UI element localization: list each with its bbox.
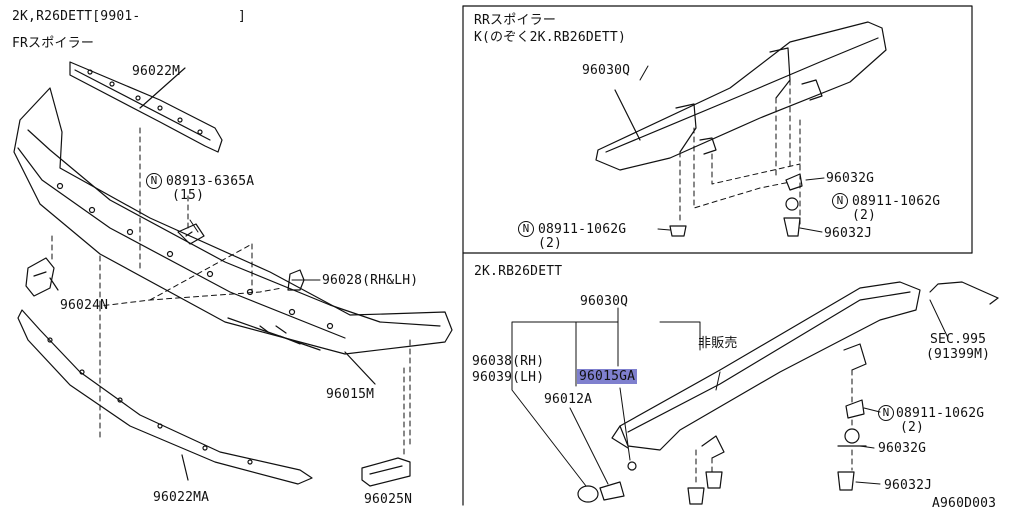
part-96015m-drawing xyxy=(13,87,453,385)
label-08911-bottom[interactable]: 08911-1062G xyxy=(896,406,985,421)
label-08911-top-left-qty: (2) xyxy=(538,236,563,251)
rear-bottom-title: 2K.RB26DETT xyxy=(474,264,563,279)
label-08913-qty: (15) xyxy=(172,188,205,203)
diagram-code: A960D003 xyxy=(932,496,997,510)
front-guide-lines xyxy=(51,127,411,455)
label-sec995-ref: (91399M) xyxy=(926,347,991,362)
panel-borders xyxy=(462,5,973,506)
circled-n-icon: N xyxy=(146,173,162,189)
label-96022m[interactable]: 96022M xyxy=(132,64,181,79)
front-model-bracket: ] xyxy=(238,9,247,24)
rear-bottom-spoiler-drawing xyxy=(611,281,921,459)
rear-bottom-guide-lines xyxy=(695,369,853,487)
circled-n-icon: N xyxy=(518,221,534,237)
part-96024n-drawing xyxy=(25,257,59,297)
label-not-for-sale: 非販売 xyxy=(698,336,738,351)
rear-top-title-line2: K(のぞく2K.RB26DETT) xyxy=(474,30,626,45)
rear-top-title-line1: RRスポイラー xyxy=(474,13,557,28)
label-96024n[interactable]: 96024N xyxy=(60,298,109,313)
circled-n-icon: N xyxy=(832,193,848,209)
label-96032g-top[interactable]: 96032G xyxy=(826,171,875,186)
part-96025n-drawing xyxy=(361,457,411,487)
label-96025n[interactable]: 96025N xyxy=(364,492,413,507)
rear-bottom-fasteners xyxy=(577,399,867,505)
label-08911-top-left[interactable]: 08911-1062G xyxy=(538,222,627,237)
sec995-rod-drawing xyxy=(929,281,999,305)
rear-top-guide-lines xyxy=(679,79,801,225)
label-leaders xyxy=(189,65,881,485)
label-08911-top-right[interactable]: 08911-1062G xyxy=(852,194,941,209)
rear-bottom-leaders xyxy=(511,299,949,487)
label-96015m[interactable]: 96015M xyxy=(326,387,375,402)
part-96022m-drawing xyxy=(69,61,223,153)
label-sec995[interactable]: SEC.995 xyxy=(930,332,987,347)
part-96022ma-drawing xyxy=(17,309,313,485)
label-08913-6365a[interactable]: 08913-6365A xyxy=(166,174,255,189)
label-96030q-bottom[interactable]: 96030Q xyxy=(580,294,629,309)
front-section-title: FRスポイラー xyxy=(12,36,95,51)
label-96039[interactable]: 96039(LH) xyxy=(472,370,545,385)
front-model-line: 2K,R26DETT[9901- xyxy=(12,9,141,24)
label-96028[interactable]: 96028(RH&LH) xyxy=(322,273,419,288)
label-96038[interactable]: 96038(RH) xyxy=(472,354,545,369)
rear-top-spoiler-drawing xyxy=(595,21,887,171)
label-08911-top-right-qty: (2) xyxy=(852,208,877,223)
label-96015ga-highlighted[interactable]: 96015GA xyxy=(577,369,638,384)
label-96012a[interactable]: 96012A xyxy=(544,392,593,407)
circled-n-icon: N xyxy=(878,405,894,421)
rear-top-fasteners xyxy=(669,173,803,237)
label-96022ma[interactable]: 96022MA xyxy=(153,490,210,505)
label-08911-bottom-qty: (2) xyxy=(900,420,925,435)
label-96030q-top[interactable]: 96030Q xyxy=(582,63,631,78)
part-08913-drawing xyxy=(177,223,205,245)
label-96032j-top[interactable]: 96032J xyxy=(824,226,873,241)
label-96032j-bottom[interactable]: 96032J xyxy=(884,478,933,493)
part-96028-drawing xyxy=(287,269,305,291)
label-96032g-bottom[interactable]: 96032G xyxy=(878,441,927,456)
